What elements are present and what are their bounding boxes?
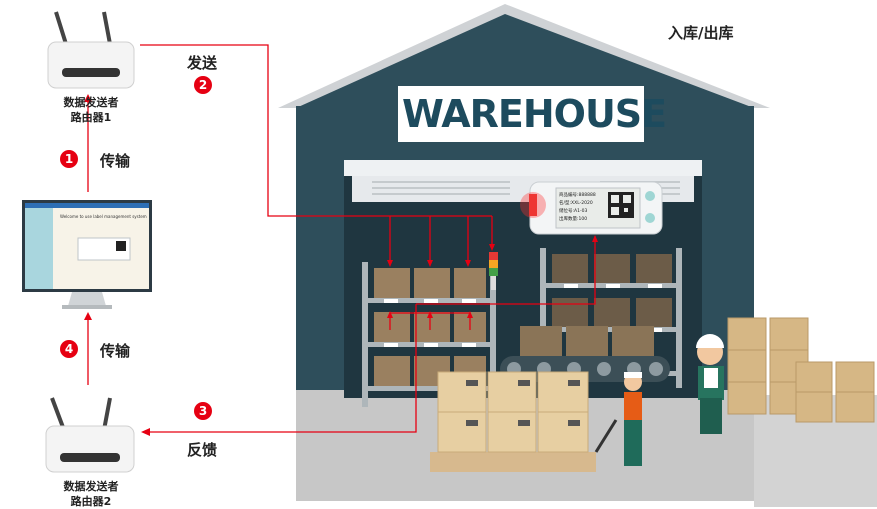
- step-3-label: 反馈: [187, 441, 218, 459]
- tower-light: [489, 252, 498, 290]
- tag-line-1: 商品编号:888888: [559, 193, 596, 198]
- electronic-shelf-label: [520, 181, 663, 235]
- arrow-send: [140, 44, 468, 217]
- tag-line-2: 名/型:XXL-2020: [559, 201, 593, 206]
- step-2-label: 发送: [187, 54, 218, 72]
- router-2-label-line1: 数据发送者: [63, 480, 119, 493]
- step-1-label: 传输: [100, 152, 131, 170]
- inout-label: 入库/出库: [668, 24, 734, 42]
- arrow-feedback: [146, 304, 417, 433]
- router-2-label-line2: 路由器2: [70, 495, 112, 508]
- monitor-screen-title: Welcome to use label management system: [60, 214, 147, 219]
- computer-monitor: [22, 200, 152, 309]
- tag-line-4: 出库数量:100: [559, 217, 588, 222]
- pallet-boxes: [430, 371, 596, 472]
- stacked-boxes-outside: [727, 317, 875, 423]
- supervisor-with-clipboard: [696, 334, 724, 434]
- tag-line-3: 储位号:A1-03: [559, 209, 588, 214]
- worker-with-pallet-jack: [594, 372, 642, 466]
- router-2: [45, 397, 135, 473]
- router-1: [47, 11, 135, 89]
- router-1-label-line1: 数据发送者: [63, 96, 119, 109]
- router-1-label-line2: 路由器1: [70, 111, 112, 124]
- router-2-label: 数据发送者 路由器2: [36, 479, 146, 509]
- flow-lines: [84, 44, 598, 436]
- step-4-label: 传输: [100, 342, 131, 360]
- step-3-badge: 3: [194, 402, 212, 420]
- warehouse-sign-board: [398, 86, 644, 142]
- warehouse-gable: [296, 14, 754, 108]
- step-4-badge: 4: [60, 340, 78, 358]
- warehouse-sign-text: WAREHOUSE: [402, 92, 667, 136]
- router-1-label: 数据发送者 路由器1: [36, 95, 146, 125]
- step-1-badge: 1: [60, 150, 78, 168]
- step-2-badge: 2: [194, 76, 212, 94]
- door-header: [344, 160, 702, 176]
